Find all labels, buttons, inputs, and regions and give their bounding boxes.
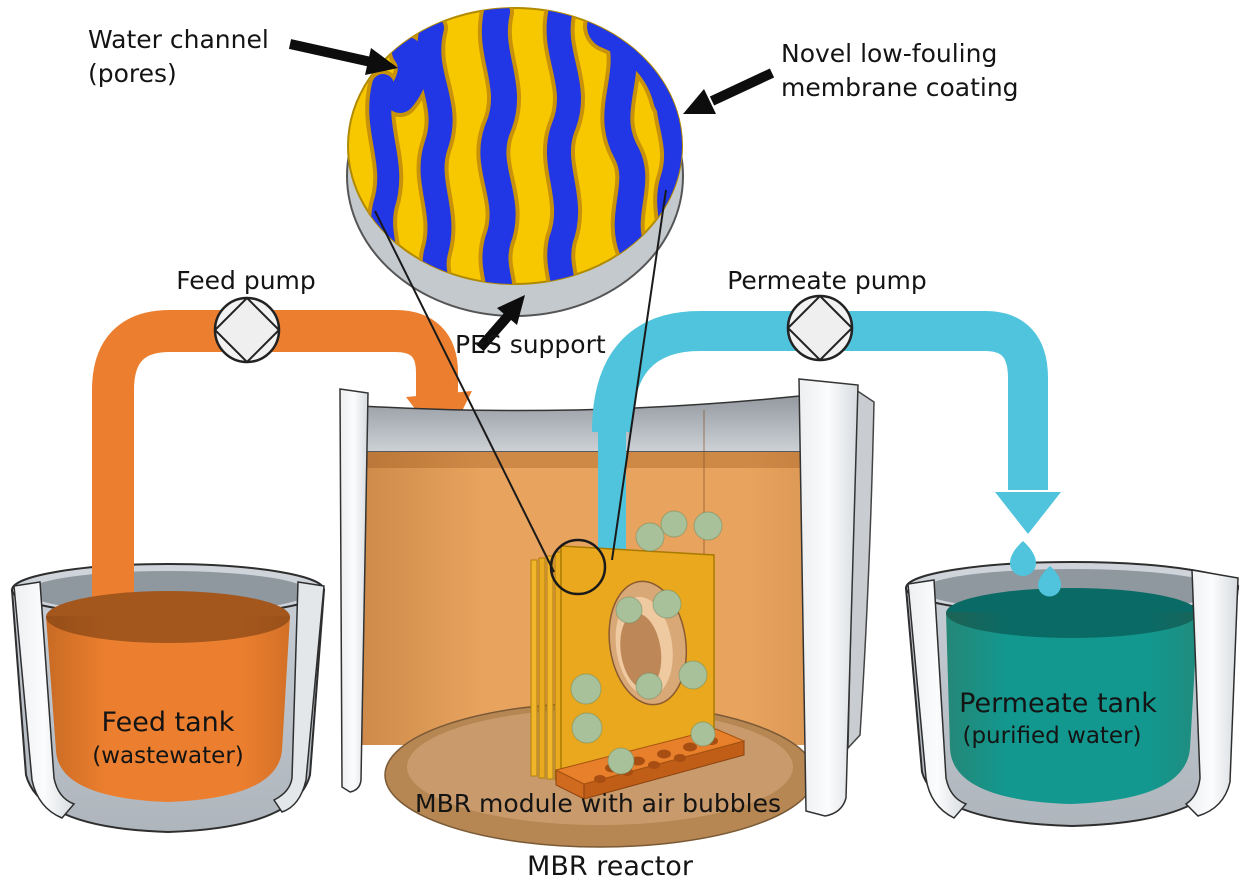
magnifier-cone-right: [611, 189, 667, 561]
reactor-cut-wall-right: [798, 378, 859, 817]
coating-label-line2: membrane coating: [781, 73, 1019, 102]
module-plate-back-3: [546, 555, 554, 780]
magnifier-circle: [549, 538, 607, 596]
feed-pipe-tube: [92, 310, 458, 636]
water-channel-label-line2: (pores): [88, 59, 177, 88]
mbr-module: [530, 510, 746, 800]
reactor-cut-wall-left: [339, 388, 369, 793]
mbr-reactor-label: MBR reactor: [527, 851, 694, 882]
permeate-pipe-tube: [592, 311, 1048, 490]
module-plate-back-1: [530, 559, 538, 777]
permeate-pump-icon: [786, 294, 854, 362]
feed-tank-label: Feed tank: [102, 707, 235, 738]
coating-arrow-icon: [683, 68, 775, 114]
permeate-tank-sublabel: (purified water): [962, 723, 1141, 749]
mbr-module-label: MBR module with air bubbles: [415, 789, 781, 818]
module-plate-back-2: [538, 557, 546, 779]
membrane-disc: [346, 7, 684, 317]
air-bubbles: [570, 510, 723, 775]
feed-pump-icon: [213, 296, 281, 364]
pes-support-arrow-icon: [476, 295, 525, 352]
feed-pump-label: Feed pump: [176, 266, 316, 295]
magnifier-cone-left: [374, 210, 555, 573]
permeate-tank-cut-wall-right: [1184, 569, 1239, 817]
permeate-pipe: [592, 311, 1061, 552]
coating-label-line1: Novel low-fouling: [781, 39, 997, 68]
feed-tank-cut-wall-left: [13, 581, 76, 819]
permeate-tank-cut-wall-left: [907, 579, 968, 819]
feed-tank-liquid: [13, 581, 325, 819]
sparger-holes: [594, 737, 718, 783]
pes-support-label: PES support: [455, 330, 606, 359]
magnifier: [374, 189, 667, 596]
permeate-pipe-arrowhead: [995, 492, 1061, 534]
water-channel-label-line1: Water channel: [88, 25, 269, 54]
water-droplet-icon: [1010, 541, 1061, 597]
droplet-2: [1038, 566, 1061, 597]
permeate-tank: [904, 561, 1240, 828]
water-channel-arrow-icon: [288, 39, 398, 75]
droplet-1: [1010, 541, 1036, 576]
feed-tank-sublabel: (wastewater): [92, 743, 244, 769]
permeate-pump-label: Permeate pump: [727, 266, 927, 295]
permeate-tank-label: Permeate tank: [959, 688, 1157, 719]
feed-tank-cut-wall-right: [272, 581, 325, 813]
